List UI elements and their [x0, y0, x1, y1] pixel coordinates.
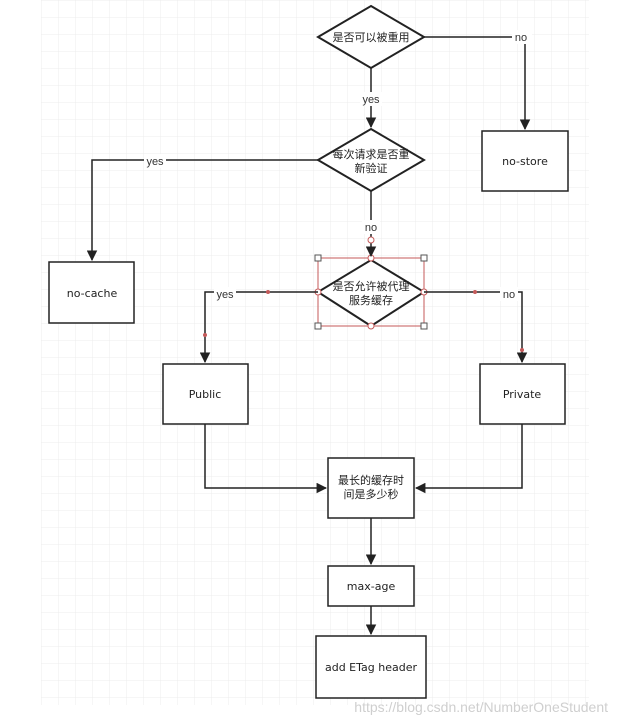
decision-revalidate[interactable]: 每次请求是否重 新验证: [316, 127, 426, 193]
edge-proxy-no-bendpoint[interactable]: [520, 348, 524, 352]
decision-revalidate-label-line1: 每次请求是否重: [333, 147, 410, 161]
resize-handle-tl[interactable]: [314, 254, 322, 262]
node-max-time-label-line1: 最长的缓存时: [338, 473, 404, 487]
node-public[interactable]: Public: [162, 363, 249, 425]
edge-proxy-no[interactable]: [424, 291, 528, 364]
edge-proxy-yes-midpoint[interactable]: [266, 290, 270, 294]
edge-proxy-yes-label: yes: [216, 289, 234, 301]
resize-handle-tr[interactable]: [420, 254, 428, 262]
edge-revalidate-yes-label: yes: [146, 156, 164, 168]
decision-proxy-label-line1: 是否允许被代理: [333, 279, 410, 293]
grid-background: [41, 0, 589, 705]
edge-proxy-yes[interactable]: [199, 291, 318, 364]
decision-proxy-label-line2: 服务缓存: [349, 293, 393, 307]
edge-proxy-yes-bendpoint[interactable]: [203, 333, 207, 337]
node-private-label: Private: [503, 388, 542, 401]
node-etag-label: add ETag header: [325, 661, 418, 674]
node-no-cache[interactable]: no-cache: [48, 261, 135, 324]
edge-revalidate-yes[interactable]: [86, 159, 318, 262]
edge-proxy-no-label: no: [503, 289, 515, 301]
node-public-label: Public: [189, 388, 222, 401]
node-max-age[interactable]: max-age: [327, 565, 415, 607]
edge-reuse-no-label: no: [515, 32, 527, 44]
decision-revalidate-label-line2: 新验证: [355, 161, 388, 175]
resize-handle-bl[interactable]: [314, 322, 322, 330]
node-private[interactable]: Private: [479, 363, 566, 425]
connection-point-bottom[interactable]: [367, 322, 375, 330]
decision-reusable-label: 是否可以被重用: [333, 30, 410, 44]
edge-public-maxtime[interactable]: [204, 424, 328, 494]
decision-proxy[interactable]: 是否允许被代理 服务缓存: [316, 258, 426, 328]
resize-handle-br[interactable]: [420, 322, 428, 330]
node-max-age-label: max-age: [347, 580, 396, 593]
edge-revalidate-no-endpoint[interactable]: [367, 236, 375, 244]
node-no-store-label: no-store: [502, 155, 548, 168]
node-etag[interactable]: add ETag header: [315, 635, 427, 699]
watermark-text: https://blog.csdn.net/NumberOneStudent: [354, 699, 608, 715]
edge-private-maxtime[interactable]: [414, 424, 523, 494]
node-no-store[interactable]: no-store: [481, 130, 569, 192]
node-no-cache-label: no-cache: [67, 287, 118, 300]
node-max-time[interactable]: 最长的缓存时 间是多少秒: [327, 457, 415, 519]
node-max-time-label-line2: 间是多少秒: [344, 487, 399, 501]
edge-proxy-no-midpoint[interactable]: [473, 290, 477, 294]
edge-reuse-yes-label: yes: [362, 94, 380, 106]
edge-revalidate-no-label: no: [365, 222, 377, 234]
